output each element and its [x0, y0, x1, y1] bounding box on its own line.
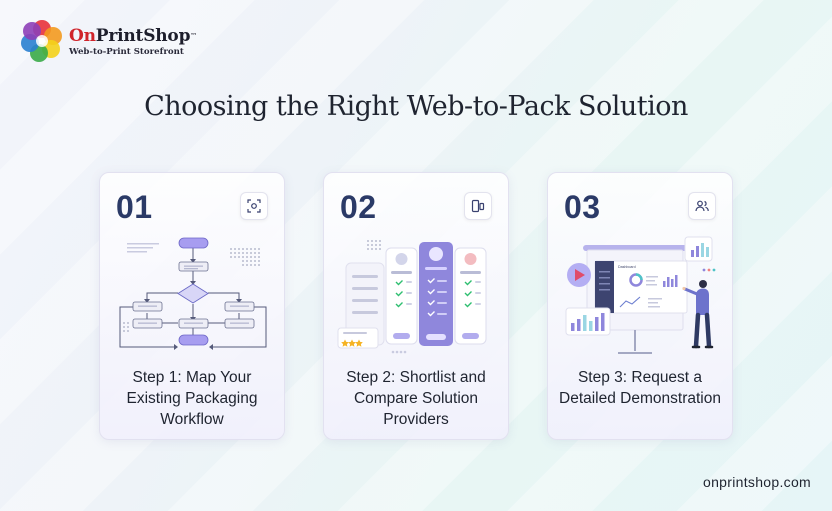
step-number: 02 [340, 189, 377, 225]
step-number: 03 [564, 189, 601, 225]
comparison-illustration [337, 240, 487, 354]
step-label: Step 2: Shortlist and Compare Solution P… [346, 369, 486, 428]
step-card-1: 01 [99, 172, 285, 440]
step-card-3: 03 Dashboard [547, 172, 733, 440]
users-icon [688, 192, 716, 220]
demonstration-illustration: Dashboard [565, 236, 716, 354]
devices-icon [464, 192, 492, 220]
footer-website-link[interactable]: onprintshop.com [702, 474, 811, 490]
dashboard-label: Dashboard [618, 265, 636, 269]
brand-tagline: Web-to-Print Storefront [69, 46, 184, 57]
step-label: Step 1: Map Your Existing Packaging Work… [126, 369, 258, 428]
page-title: Choosing the Right Web-to-Pack Solution [144, 91, 688, 122]
brand-flower-icon [21, 20, 62, 62]
workflow-diagram-illustration [119, 237, 267, 350]
brand-name: OnPrintShop™ [69, 25, 198, 46]
brand-logo[interactable]: OnPrintShop™ Web-to-Print Storefront [20, 19, 197, 63]
step-number: 01 [116, 189, 153, 225]
step-label: Step 3: Request a Detailed Demonstration [559, 369, 721, 407]
step-card-2: 02 [323, 172, 509, 440]
scan-icon [240, 192, 268, 220]
